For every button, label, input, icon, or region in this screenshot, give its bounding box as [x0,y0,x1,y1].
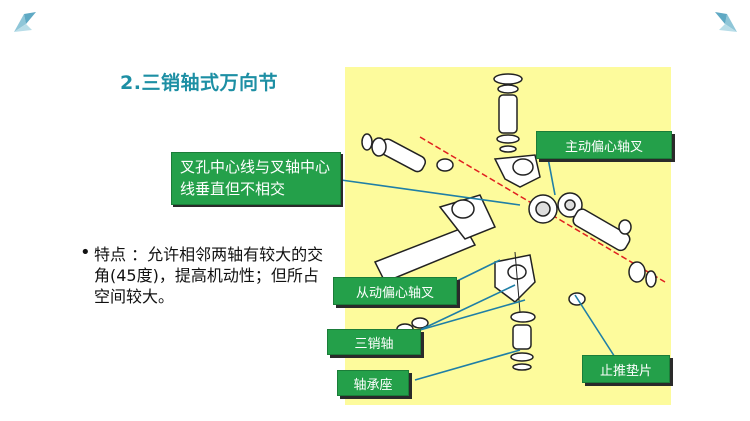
origami-crane-icon [715,12,737,32]
callout-fork-hole: 叉孔中心线与叉轴中心线垂直但不相交 [171,152,341,205]
bullet-marker: • [80,242,91,263]
origami-crane-icon [14,12,36,32]
callout-tri-pin: 三销轴 [327,329,421,355]
bullet-text: 特点 ：允许相邻两轴有较大的交角(45度)，提高机动性；但所占空间较大。 [94,245,324,306]
callout-bearing-seat: 轴承座 [337,370,409,396]
callout-thrust-washer: 止推垫片 [582,355,670,383]
slide-title: 2.三销轴式万向节 [120,72,278,94]
exploded-joint-drawing [361,73,666,371]
callout-driving-yoke: 主动偏心轴叉 [536,131,672,159]
callout-driven-yoke: 从动偏心轴叉 [333,277,457,305]
